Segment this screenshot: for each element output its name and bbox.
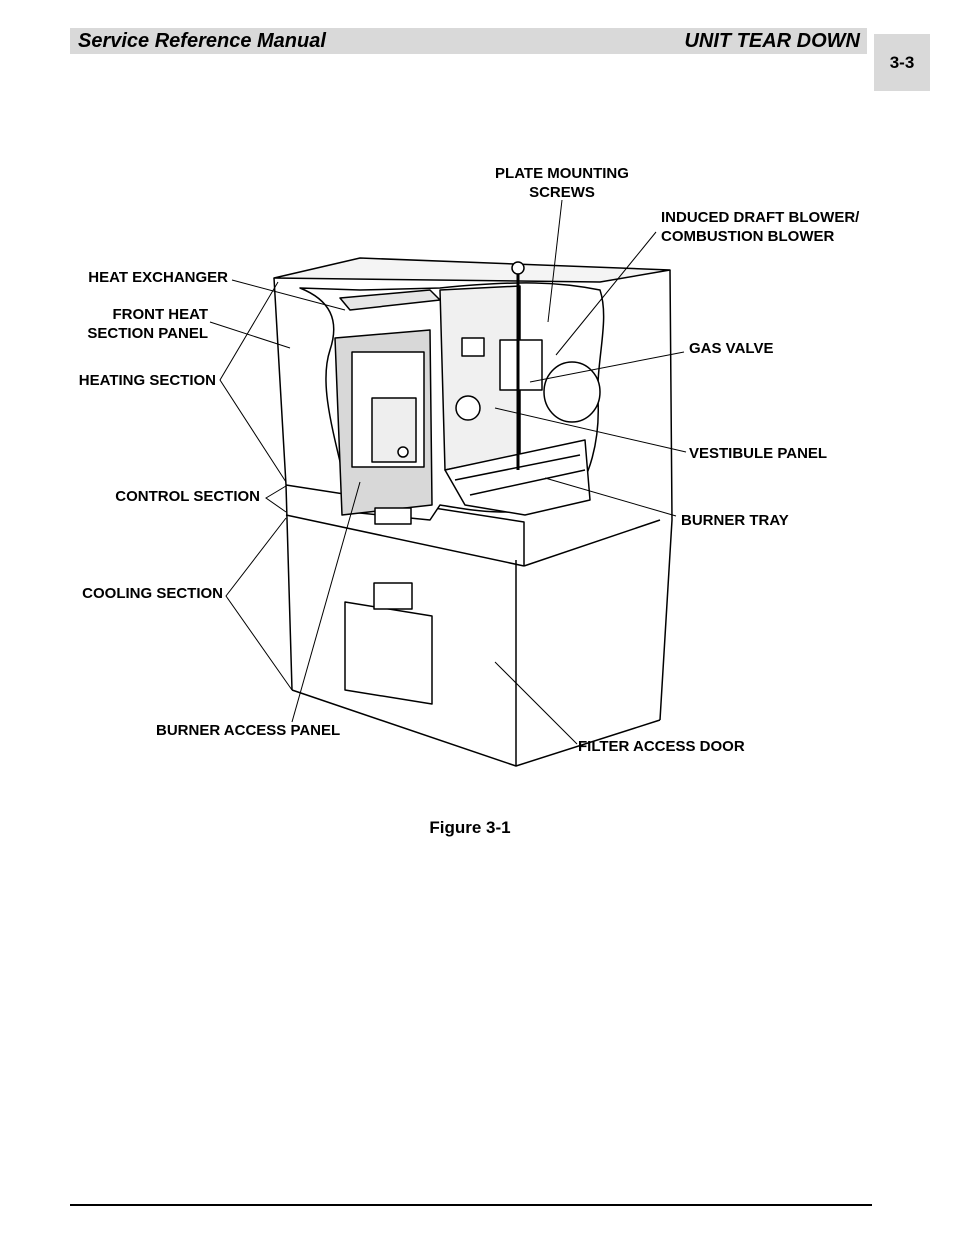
manual-title: Service Reference Manual: [78, 30, 326, 52]
label-line: SECTION PANEL: [87, 325, 208, 342]
leader-front-heat: [209, 321, 291, 349]
leader-burner-tray: [544, 477, 677, 517]
leader-burner-access: [291, 481, 361, 723]
leader-heat-exchanger: [231, 279, 346, 311]
label-induced-draft-blower: INDUCED DRAFT BLOWER/ COMBUSTION BLOWER: [661, 208, 859, 246]
label-line: FRONT HEAT: [112, 306, 208, 323]
footer-rule: [70, 1204, 872, 1206]
label-line: INDUCED DRAFT BLOWER/: [661, 209, 860, 226]
label-heat-exchanger: HEAT EXCHANGER: [88, 269, 228, 286]
label-front-heat-section-panel: FRONT HEAT SECTION PANEL: [87, 305, 208, 343]
label-filter-access-door: FILTER ACCESS DOOR: [578, 738, 745, 755]
header-bar: [70, 28, 867, 54]
furnace-illustration: [209, 199, 687, 767]
burner-tray: [444, 439, 591, 516]
label-plate-mounting-screws: PLATE MOUNTING SCREWS: [484, 164, 640, 202]
bracket-heating-section: [219, 281, 287, 483]
bracket-control-section: [265, 485, 287, 513]
leader-vestibule: [494, 407, 687, 453]
leader-gas-valve: [529, 351, 685, 383]
filter-door-handle: [373, 582, 413, 610]
label-gas-valve: GAS VALVE: [689, 340, 774, 357]
label-line: PLATE MOUNTING: [495, 165, 629, 182]
filter-access-door: [344, 601, 433, 705]
label-burner-access-panel: BURNER ACCESS PANEL: [156, 722, 341, 739]
label-heating-section: HEATING SECTION: [78, 372, 216, 389]
gas-valve: [499, 339, 543, 391]
label-line: SCREWS: [529, 184, 595, 201]
leader-induced-draft: [555, 231, 657, 356]
label-vestibule-panel: VESTIBULE PANEL: [689, 445, 828, 462]
label-cooling-section: COOLING SECTION: [82, 585, 223, 602]
combustion-blower: [543, 361, 601, 423]
leader-plate-screws: [547, 199, 563, 323]
label-line: COMBUSTION BLOWER: [661, 228, 835, 245]
label-burner-tray: BURNER TRAY: [681, 512, 789, 529]
label-control-section: CONTROL SECTION: [115, 488, 260, 505]
leader-filter-door: [494, 661, 578, 745]
cabinet-top: [273, 257, 671, 283]
cabinet-rear-right-edge: [659, 269, 673, 721]
page-number-tab: 3-3: [874, 34, 930, 91]
bracket-cooling-section: [225, 517, 293, 691]
figure-caption: Figure 3-1: [429, 818, 511, 837]
section-title: UNIT TEAR DOWN: [684, 30, 860, 52]
cabinet-front-left-edge: [273, 277, 293, 691]
